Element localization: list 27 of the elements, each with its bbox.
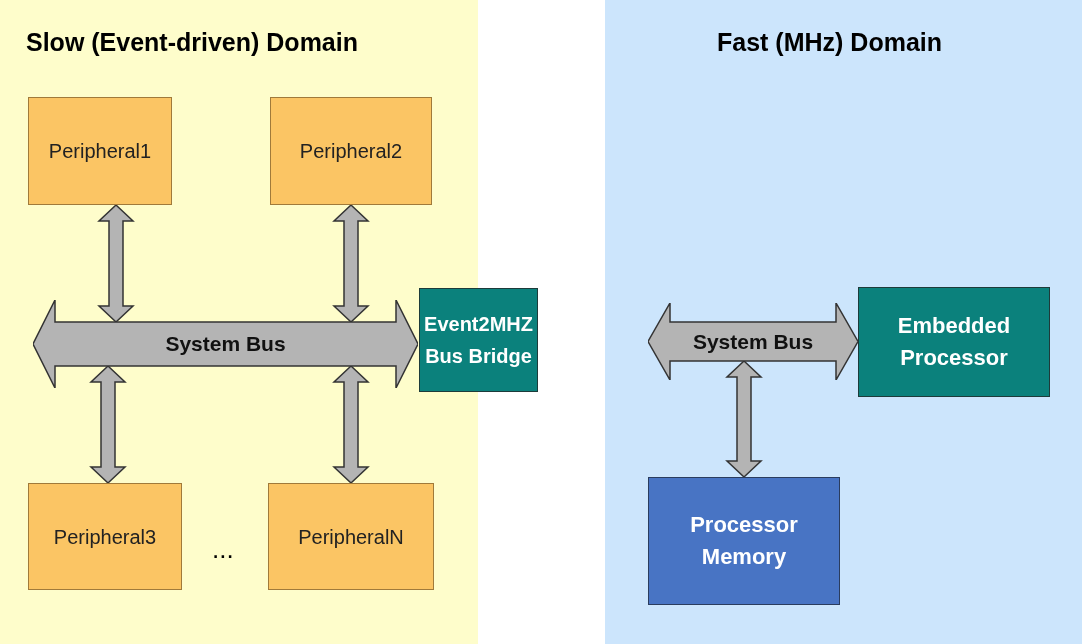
node-label: Peripheral1 <box>48 139 152 164</box>
node-label: Peripheral2 <box>299 139 403 164</box>
process-box <box>648 477 840 605</box>
double-arrow <box>332 364 370 485</box>
domain-title: Fast (MHz) Domain <box>717 27 942 58</box>
node-label: Embedded Processor <box>896 312 1012 372</box>
peripheral-box <box>268 483 434 590</box>
node-label: System Bus <box>165 332 286 356</box>
node-label: PeripheralN <box>298 524 404 550</box>
node-label: System Bus <box>692 329 814 353</box>
node-label: Processor Memory <box>689 511 799 571</box>
node-label: Event2MHZ Bus Bridge <box>424 312 533 369</box>
process-box <box>419 288 538 392</box>
bus-double-arrow <box>648 303 858 380</box>
peripheral-box <box>28 97 172 205</box>
double-arrow <box>725 359 763 479</box>
ellipsis-label: ... <box>212 533 234 566</box>
peripheral-box <box>28 483 182 590</box>
peripheral-box <box>270 97 432 205</box>
double-arrow <box>97 203 135 324</box>
bus-double-arrow <box>33 300 418 388</box>
double-arrow <box>89 364 127 485</box>
process-box <box>858 287 1050 397</box>
node-label: Peripheral3 <box>53 524 157 550</box>
domain-title: Slow (Event-driven) Domain <box>26 27 358 58</box>
double-arrow <box>332 203 370 324</box>
domain-panel <box>605 0 1082 644</box>
